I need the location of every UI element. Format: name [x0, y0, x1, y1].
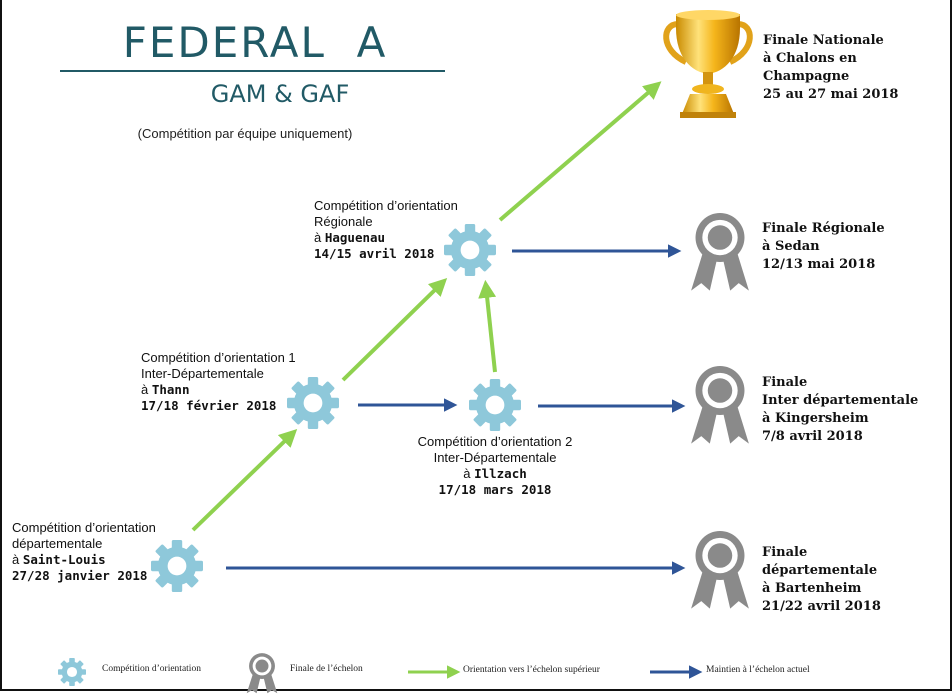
gear-icon [469, 379, 521, 431]
final-line: Finale [762, 375, 808, 390]
trophy-icon [663, 10, 753, 118]
final-line: Champagne [763, 69, 850, 84]
stage-date: 27/28 janvier 2018 [12, 568, 148, 583]
stage-line: Compétition d’orientation 2 [417, 434, 573, 449]
stage-place: Thann [151, 382, 190, 397]
page-title: FEDERAL A [122, 18, 388, 67]
green-arrow-inter1-to-regional [341, 277, 448, 382]
title-underline [60, 70, 445, 72]
stage-line: Inter-Départementale [433, 450, 557, 465]
final-line: Finale [762, 545, 808, 560]
stage-line: Régionale [314, 214, 373, 229]
final-line: Inter départementale [762, 393, 919, 408]
stage-date: 17/18 février 2018 [141, 398, 277, 413]
stage-date: 17/18 mars 2018 [438, 482, 552, 497]
gear-icon [287, 377, 339, 429]
stage-date: 14/15 avril 2018 [314, 246, 435, 261]
final-label-departementale: Finale départementale à Bartenheim 21/22… [762, 544, 881, 616]
competition-note: (Compétition par équipe uniquement) [137, 126, 353, 141]
stage-place: Saint-Louis [22, 552, 106, 567]
stage-prefix: à [463, 466, 475, 481]
green-arrow-dep-to-inter1 [191, 428, 298, 532]
final-label-regionale: Finale Régionale à Sedan 12/13 mai 2018 [762, 220, 885, 274]
stage-line: Compétition d’orientation [314, 198, 458, 213]
gear-icon [58, 658, 86, 686]
medal-icon [691, 531, 749, 609]
stage-label-inter2: Compétition d’orientation 2 Inter-Départ… [405, 434, 585, 498]
stage-place: Haguenau [324, 230, 386, 245]
final-line: 25 au 27 mai 2018 [763, 87, 899, 102]
stage-prefix: à [314, 230, 325, 245]
legend-medal-label: Finale de l’échelon [290, 664, 363, 674]
stage-label-departemental: Compétition d’orientation départementale… [12, 520, 156, 584]
final-line: 21/22 avril 2018 [762, 599, 881, 614]
final-line: départementale [762, 563, 878, 578]
frame-bottom-border [0, 689, 952, 691]
stage-line: Inter-Départementale [141, 366, 264, 381]
legend-gear-label: Compétition d’orientation [102, 664, 201, 674]
final-label-nationale: Finale Nationale à Chalons en Champagne … [763, 32, 898, 104]
medal-icon [691, 366, 749, 444]
stage-line: Compétition d’orientation 1 [141, 350, 296, 365]
stage-prefix: à [141, 382, 152, 397]
stage-place: Illzach [474, 466, 527, 481]
final-line: à Kingersheim [762, 411, 869, 426]
green-arrow-inter2-to-regional [478, 279, 497, 373]
stage-label-inter1: Compétition d’orientation 1 Inter-Départ… [141, 350, 296, 414]
final-line: à Chalons en [763, 51, 857, 66]
final-line: Finale Nationale [763, 33, 884, 48]
final-line: Finale Régionale [762, 221, 885, 236]
frame-left-border [0, 0, 2, 691]
green-arrow-regional-to-national [498, 81, 662, 222]
frame-right-border [950, 0, 952, 691]
final-label-inter: Finale Inter départementale à Kingershei… [762, 374, 918, 446]
medal-icon [691, 213, 749, 291]
final-line: à Bartenheim [762, 581, 862, 596]
final-line: 12/13 mai 2018 [762, 257, 876, 272]
legend-green-label: Orientation vers l’échelon supérieur [463, 665, 600, 675]
final-line: 7/8 avril 2018 [762, 429, 863, 444]
stage-prefix: à [12, 552, 23, 567]
stage-line: Compétition d’orientation [12, 520, 156, 535]
stage-line: départementale [12, 536, 103, 551]
final-line: à Sedan [762, 239, 820, 254]
legend-blue-label: Maintien à l’échelon actuel [706, 665, 810, 675]
medal-icon [246, 653, 278, 694]
gear-icon [444, 224, 496, 276]
page-subtitle: GAM & GAF [210, 80, 350, 108]
gear-icon [151, 540, 203, 592]
stage-label-regional: Compétition d’orientation Régionale à Ha… [314, 198, 458, 262]
